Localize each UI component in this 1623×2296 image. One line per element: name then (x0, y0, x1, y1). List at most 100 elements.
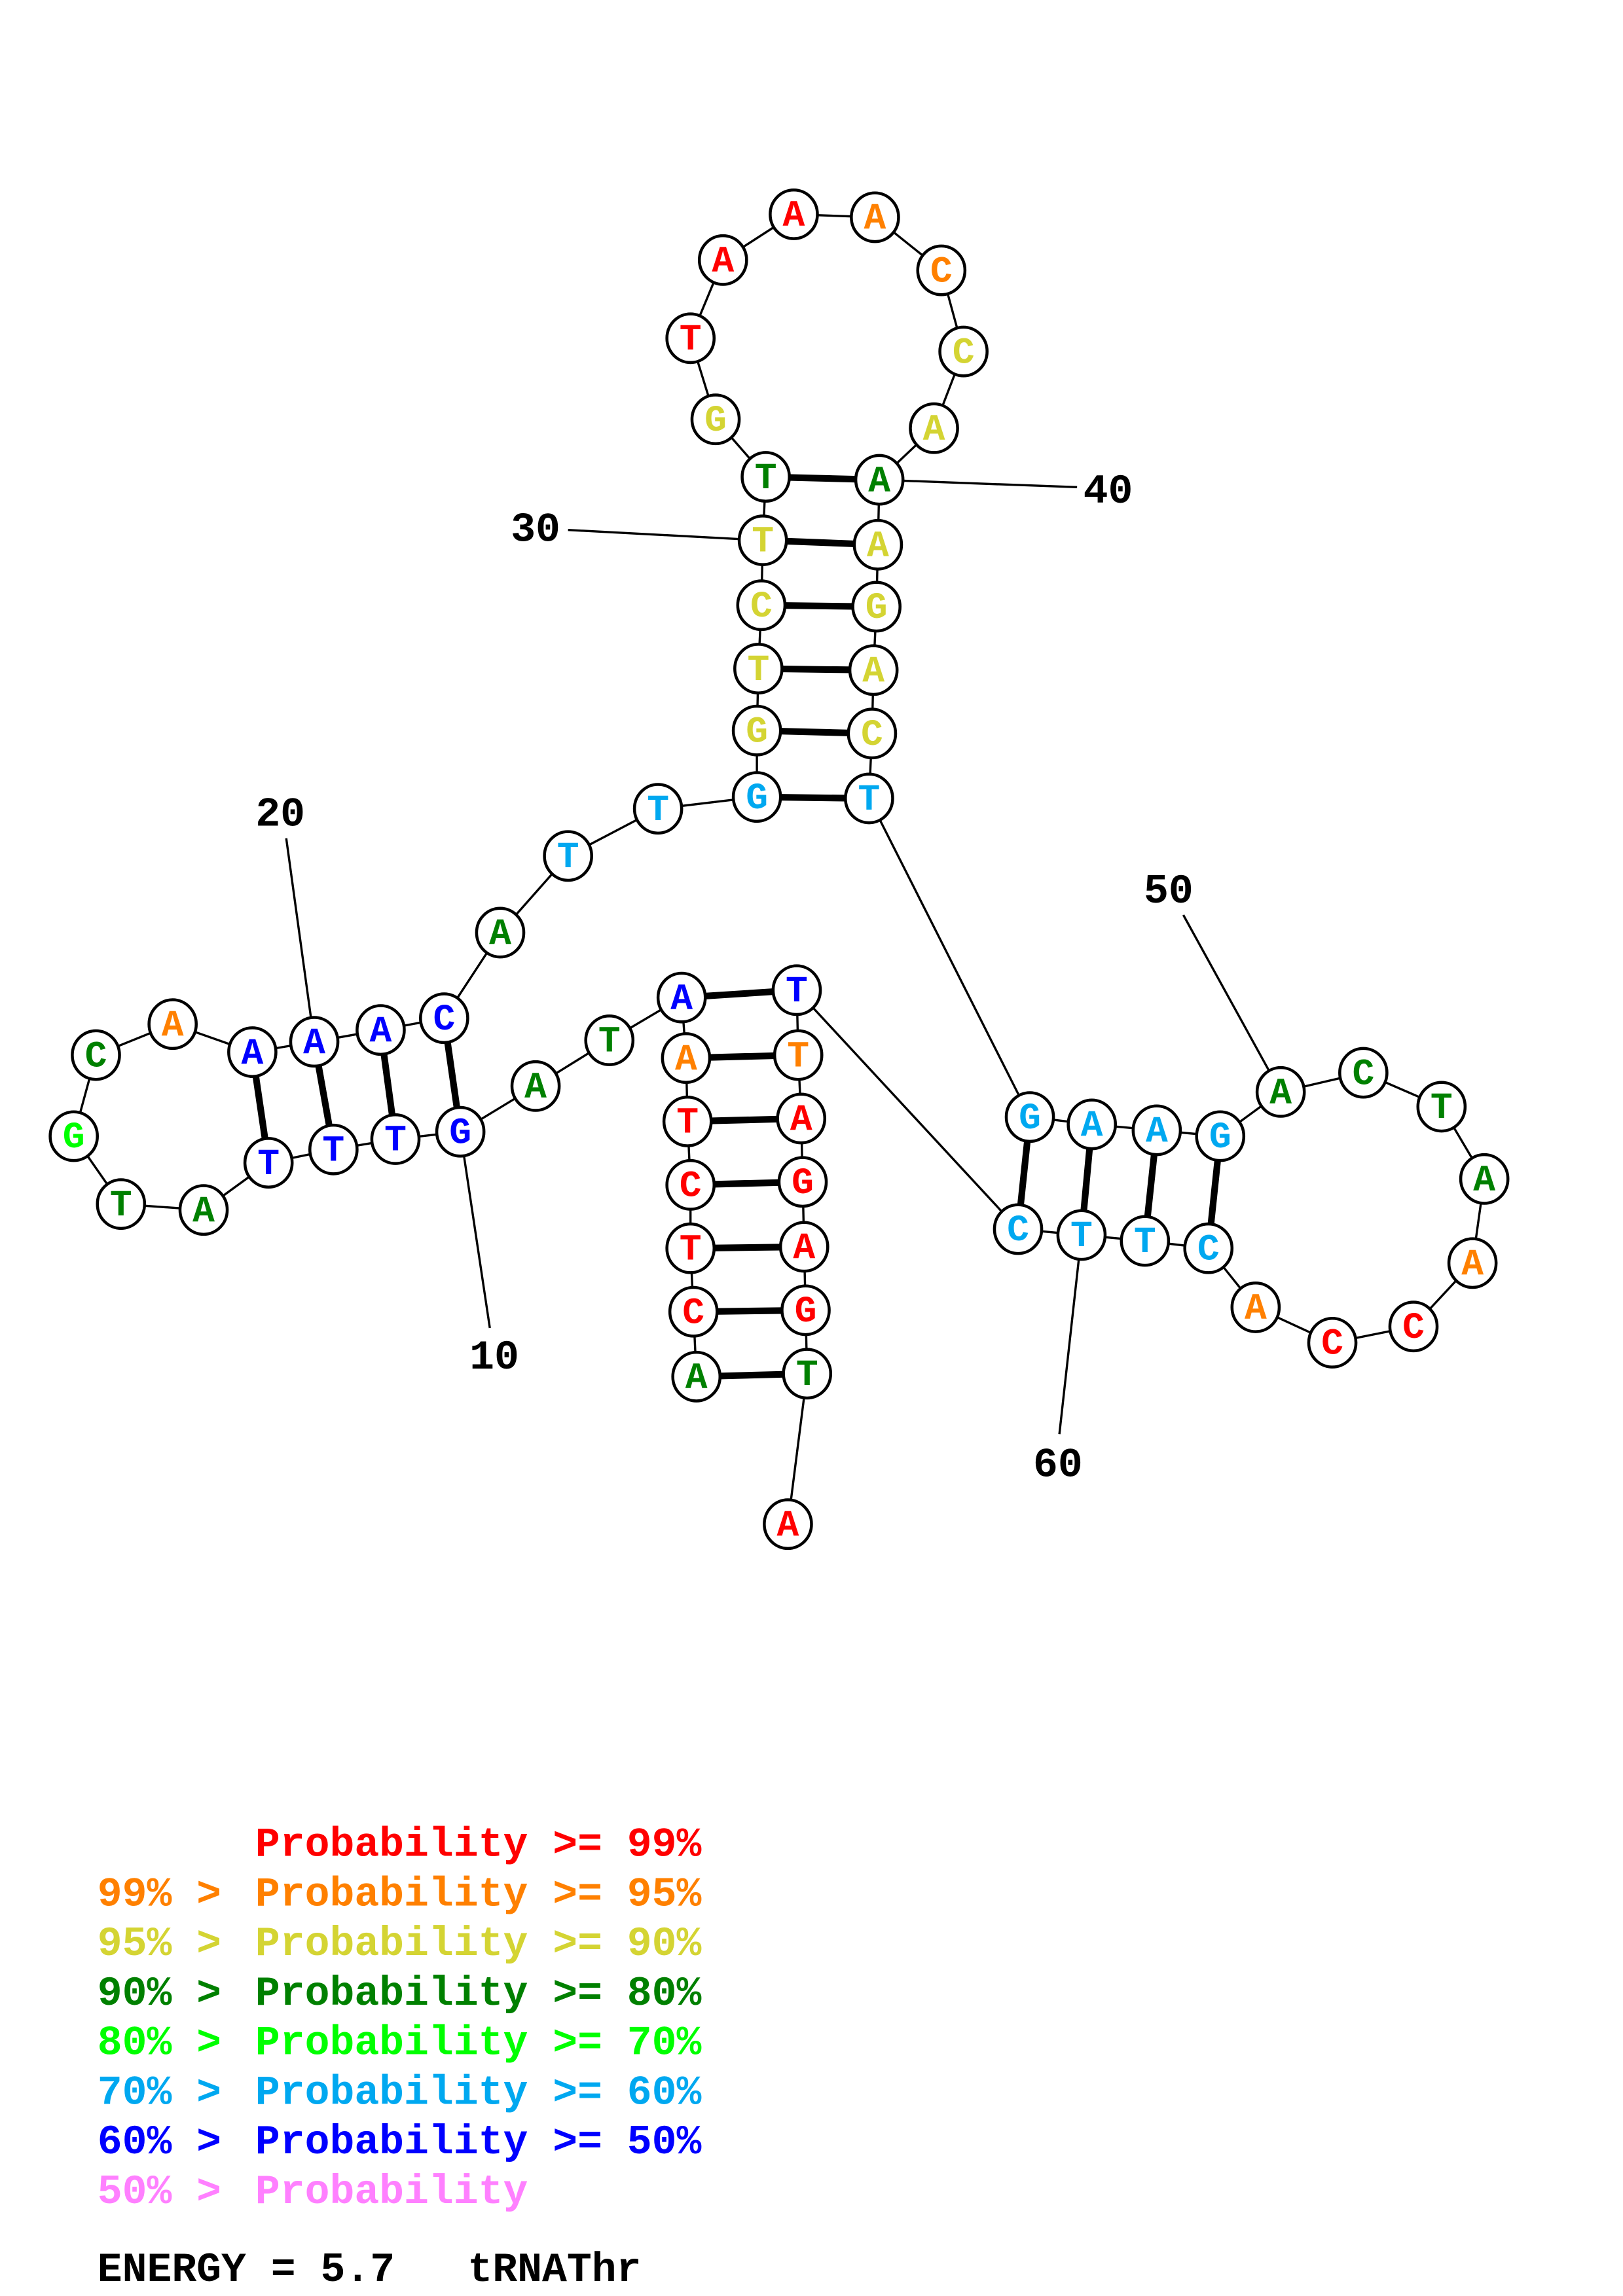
legend-prefix: 99% > (98, 1871, 246, 1918)
nucleotide: A (1459, 1153, 1510, 1205)
nucleotide-circle (780, 1284, 831, 1336)
nucleotide-letter: A (783, 195, 805, 237)
nucleotide-circle (736, 579, 787, 632)
nucleotide-letter: A (923, 408, 945, 450)
nucleotide-letter: A (675, 1039, 697, 1081)
nucleotide-circle (665, 1158, 716, 1211)
nucleotide: C (993, 1203, 1044, 1255)
nucleotide-circle (308, 1123, 359, 1175)
backbone-segment (867, 798, 1031, 1118)
nucleotide-letter: C (433, 999, 455, 1041)
legend-prefix: 80% > (98, 2020, 246, 2067)
nucleotide-letter: A (162, 1005, 184, 1047)
nucleotide: T (782, 1348, 833, 1400)
nucleotide-circle (993, 1203, 1044, 1255)
nucleotide: T (740, 451, 791, 503)
nucleotide: A (227, 1026, 278, 1078)
nucleotide-circle (782, 1348, 833, 1400)
label-leader-line (1182, 914, 1282, 1093)
nucleotide: A (852, 518, 903, 571)
nucleotide-circle (435, 1105, 486, 1158)
nucleotide: C (1338, 1047, 1389, 1099)
nucleotide-circle (96, 1178, 147, 1230)
nucleotide: A (1447, 1237, 1498, 1289)
nucleotide-letter: T (786, 971, 808, 1013)
nucleotide-letter: T (747, 649, 769, 691)
nucleotide-letter: T (647, 789, 669, 831)
nucleotide-circle (773, 1029, 824, 1081)
nucleotide: G (731, 771, 782, 823)
nucleotide-letter: A (303, 1022, 325, 1064)
nucleotide-letter: T (1134, 1221, 1156, 1263)
legend-label: Probability >= 80% (255, 1970, 702, 2017)
label-leader-line (879, 478, 1078, 489)
legend-label: Probability >= 70% (255, 2020, 702, 2067)
nucleotide: A (763, 1498, 813, 1551)
nucleotide: A (661, 1032, 712, 1084)
nucleotide-circle (1388, 1300, 1439, 1353)
nucleotide: A (356, 1004, 406, 1056)
nucleotide-letter: C (861, 714, 883, 756)
nucleotide-circle (1120, 1215, 1171, 1267)
nucleotide-letter: A (685, 1357, 708, 1399)
nucleotide: T (1056, 1209, 1107, 1261)
nucleotide: A (854, 454, 905, 506)
nucleotide: C (916, 244, 967, 296)
position-label-40: 40 (1084, 468, 1133, 515)
nucleotide-letter: G (63, 1117, 85, 1158)
nucleotide-letter: G (1019, 1098, 1041, 1139)
nucleotide-letter: G (449, 1112, 471, 1154)
nucleotide-circle (227, 1026, 278, 1078)
nucleotide-letter: G (792, 1162, 814, 1204)
nucleotide-circle (737, 514, 788, 566)
nucleotide: C (668, 1285, 719, 1338)
nucleotide: A (475, 906, 526, 959)
legend-label: Probability >= 99% (255, 1821, 702, 1869)
nucleotide: T (1120, 1215, 1171, 1267)
legend-prefix: 50% > (98, 2168, 246, 2215)
nucleotide-circle (851, 581, 902, 633)
nucleotide-circle (854, 454, 905, 506)
nucleotide-circle (778, 1221, 830, 1273)
nucleotide-circle (844, 772, 894, 825)
legend-prefix: 60% > (98, 2119, 246, 2166)
nucleotide: T (737, 514, 788, 566)
nucleotide-letter: T (676, 1102, 699, 1144)
nucleotide: A (178, 1184, 229, 1236)
nucleotide: A (909, 402, 959, 454)
nucleotide-circle (847, 708, 898, 760)
nucleotide-circle (665, 1222, 716, 1274)
nucleotide: C (665, 1158, 716, 1211)
nucleotide-circle (1067, 1098, 1118, 1151)
nucleotide-letter: T (787, 1035, 809, 1077)
nucleotide-letter: C (680, 1166, 702, 1208)
nucleotide-circle (48, 1110, 99, 1162)
probability-legend: Probability >= 99%99% > Probability >= 9… (98, 1821, 702, 2215)
nucleotide: G (435, 1105, 486, 1158)
nucleotide-letter: T (752, 521, 774, 563)
legend-prefix: 70% > (98, 2069, 246, 2116)
nucleotide-circle (776, 1092, 827, 1145)
nucleotide-circle (938, 325, 989, 378)
nucleotide: A (1230, 1281, 1281, 1333)
position-label-50: 50 (1144, 868, 1194, 915)
nucleotide-circle (850, 191, 900, 243)
nucleotide-letter: A (777, 1505, 799, 1547)
nucleotide-letter: G (704, 400, 727, 442)
nucleotide: G (1004, 1091, 1055, 1143)
nucleotide-circle (370, 1113, 421, 1165)
nucleotide: T (308, 1123, 359, 1175)
nucleotide-letter: A (524, 1067, 547, 1109)
nucleotide-circle (771, 964, 822, 1016)
nucleotide: A (1255, 1066, 1306, 1118)
nucleotide: C (1388, 1300, 1439, 1353)
nucleotide: T (370, 1113, 421, 1165)
nucleotide-letter: T (1431, 1087, 1453, 1129)
nucleotide-letter: T (755, 457, 777, 499)
nucleotide-circle (697, 234, 748, 286)
nucleotide-circle (661, 1032, 712, 1084)
label-leader-line (568, 529, 763, 542)
nucleotide-letter: G (1209, 1117, 1231, 1158)
label-leader-line (1058, 1234, 1083, 1435)
legend-label: Probability >= 50% (255, 2119, 702, 2166)
